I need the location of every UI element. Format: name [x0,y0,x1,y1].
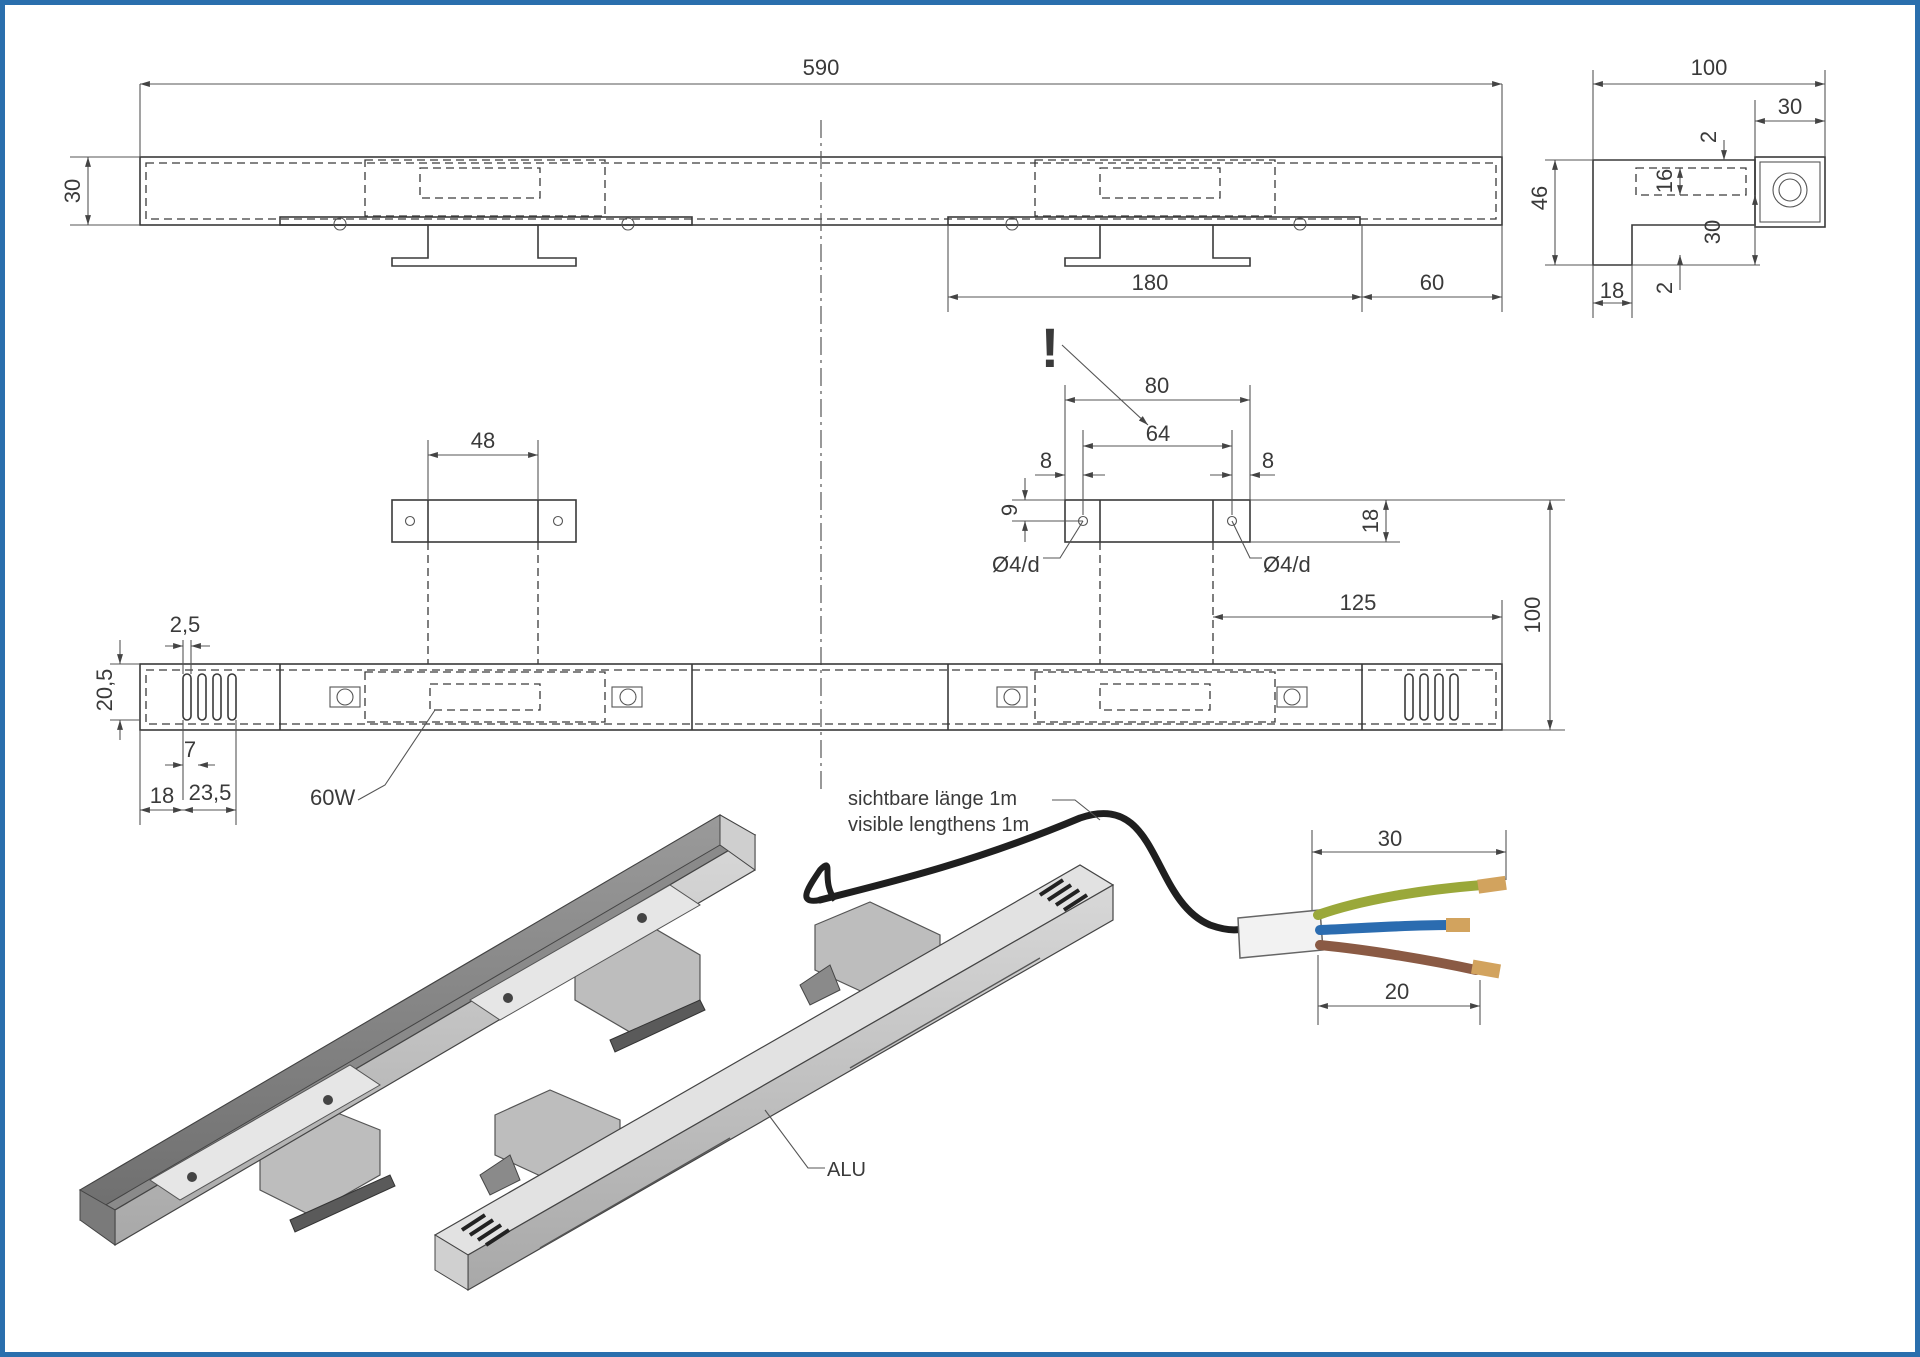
dim-hole-spacing: 64 [1146,421,1170,446]
dim-bracket-depth: 18 [1600,278,1624,303]
dim-vent-pitch: 7 [184,737,196,762]
dim-gap-top: 2 [1696,131,1721,143]
cable-label-en: visible lengthens 1m [848,814,1029,836]
dim-strip-length: 30 [1378,826,1402,851]
dim-hole-offset-left: 8 [1040,448,1052,473]
dim-total-depth: 100 [1520,597,1545,634]
dim-total-height: 46 [1527,186,1552,210]
side-view: 100 30 2 16 46 30 2 18 [1527,55,1826,318]
dim-profile-width: 30 [1778,94,1802,119]
dim-side-depth: 100 [1691,55,1728,80]
dim-vent-width: 2,5 [170,612,201,637]
dim-inner-height: 16 [1652,169,1677,193]
top-view: 48 ! 80 64 8 8 9 18 Ø4/d Ø4/d 125 [92,316,1565,825]
cable-label-de: sichtbare länge 1m [848,788,1017,810]
dim-bracket-to-end: 125 [1340,590,1377,615]
dim-end-offset: 60 [1420,270,1444,295]
hole-right-label: Ø4/d [1263,552,1311,577]
live-wire [1315,940,1481,975]
front-view: 590 30 180 60 [60,55,1503,312]
dim-wire-length: 20 [1385,979,1409,1004]
neutral-wire [1315,920,1453,935]
dim-vent-zone: 23,5 [189,780,232,805]
dim-end-to-vent: 18 [150,783,174,808]
dim-bar-height: 20,5 [92,669,117,712]
lamp-label: 60W [310,785,355,810]
dim-hole-offset-right: 8 [1262,448,1274,473]
dim-height: 30 [60,179,85,203]
dim-gap-bottom: 2 [1652,282,1677,294]
dim-hole-height: 9 [997,504,1022,516]
note-mark: ! [1041,316,1060,379]
dim-overall-length: 590 [803,55,840,80]
vent-slots-right [1404,673,1459,721]
earth-wire [1313,880,1487,920]
dim-bracket-span: 180 [1132,270,1169,295]
dim-lower-height: 30 [1700,220,1725,244]
iso-view-front: ALU [433,864,1115,1292]
dim-plate-height: 18 [1358,509,1383,533]
dim-bracket-inner: 48 [471,428,495,453]
cable-detail: 30 20 sichtbare länge 1m visible lengthe… [803,788,1507,1025]
hole-left-label: Ø4/d [992,552,1040,577]
dim-bracket-outer: 80 [1145,373,1169,398]
material-label: ALU [827,1159,866,1181]
iso-view-back [78,814,757,1247]
vent-slots-left [182,673,237,721]
